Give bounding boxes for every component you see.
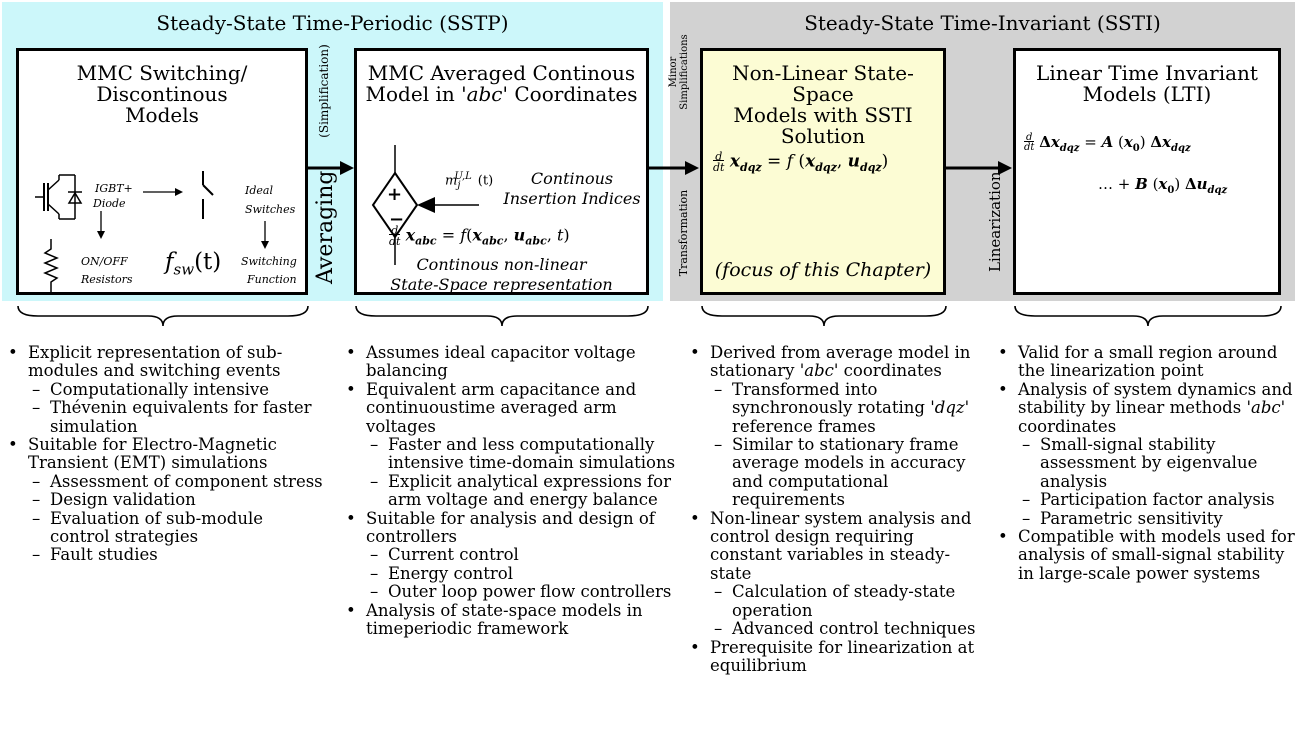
transformation-arrow (649, 161, 699, 175)
list-item: Transformed into synchronously rotating … (710, 380, 988, 436)
list-item: Valid for a small region around the line… (996, 343, 1296, 381)
switching-function-formula: fsw(t) (165, 249, 222, 279)
col1-list: Explicit representation of sub-modules a… (6, 343, 324, 566)
lti-title-line1: Linear Time Invariant (1036, 61, 1258, 85)
list-item: Derived from average model in stationary… (688, 343, 988, 510)
list-item: Compatible with models used for analysis… (996, 527, 1296, 583)
list-item: Computationally intensive (28, 380, 324, 400)
list-item: Design validation (28, 490, 324, 510)
lti-equation-line2: … + B (x0) Δudqz (1098, 175, 1228, 196)
list-item: Current control (366, 546, 676, 566)
col2-list: Assumes ideal capacitor voltage balancin… (344, 343, 676, 639)
arrow-down-icon (261, 221, 269, 249)
ssti-title: Steady-State Time-Invariant (SSTI) (804, 11, 1161, 35)
linearization-arrow (946, 161, 1012, 175)
brace-col2 (355, 305, 649, 327)
averaging-arrow (308, 161, 354, 175)
list-item: Explicit representation of sub-modules a… (6, 343, 324, 436)
averaged-model-box: MMC Averaged Continous Model in 'abc' Co… (354, 48, 649, 295)
igbt-diode-icon (35, 174, 83, 220)
list-item: Energy control (366, 564, 676, 584)
col4-list: Valid for a small region around the line… (996, 343, 1296, 583)
simplification-label: (Simplification) (317, 44, 331, 138)
list-item: Prerequisite for linearization at equili… (688, 638, 988, 676)
list-item: Suitable for analysis and design of cont… (344, 509, 676, 602)
source-minus-sign: − (389, 209, 405, 230)
arrow-down-icon (97, 211, 105, 239)
ideal-label-line2: Switches (245, 203, 296, 216)
list-item: Participation factor analysis (1018, 490, 1296, 510)
list-item: Advanced control techniques (710, 619, 988, 639)
list-item: Outer loop power flow controllers (366, 582, 676, 602)
lti-title-line2: Models (LTI) (1082, 82, 1212, 106)
nonlinear-title-line1: Non-Linear State-Space (732, 61, 914, 106)
list-item: Small-signal stability assessment by eig… (1018, 435, 1296, 491)
list-item: Equivalent arm capacitance and continuou… (344, 380, 676, 510)
list-item: Similar to stationary frame average mode… (710, 435, 988, 510)
col3-list: Derived from average model in stationary… (688, 343, 988, 676)
switching-model-box: MMC Switching/ Discontinous Models IGBT+… (16, 48, 308, 295)
onoff-label-line2: Resistors (81, 273, 133, 286)
ideal-label-line1: Ideal (245, 184, 273, 197)
averaged-desc-line2: State-Space representation (390, 275, 613, 294)
insertion-index-symbol: mjU,L(t) (445, 171, 494, 191)
list-item: Faster and less computationally intensiv… (366, 435, 676, 473)
focus-note: (focus of this Chapter) (714, 259, 932, 281)
list-item: Fault studies (28, 546, 324, 566)
list-item: Parametric sensitivity (1018, 509, 1296, 529)
switching-title-line1: MMC Switching/ (76, 61, 248, 85)
brace-col3 (701, 305, 947, 327)
list-item: Thévenin equivalents for faster simulati… (28, 399, 324, 436)
brace-col4 (1014, 305, 1282, 327)
list-item: Calculation of steady-state operation (710, 583, 988, 620)
source-plus-sign: + (387, 184, 403, 205)
sstp-title: Steady-State Time-Periodic (SSTP) (156, 11, 509, 35)
nonlinear-title-line3: Solution (780, 124, 866, 148)
list-item: Assessment of component stress (28, 472, 324, 492)
list-item: Assumes ideal capacitor voltage balancin… (344, 343, 676, 381)
arrow-right-icon (143, 188, 183, 196)
nonlinear-title-line2: Models with SSTI (733, 103, 913, 127)
onoff-label-line1: ON/OFF (81, 255, 128, 268)
averaged-title-line2: Model in 'abc' Coordinates (365, 82, 638, 106)
nonlinear-model-box: Non-Linear State-Space Models with SSTI … (700, 48, 946, 295)
list-item: Analysis of state-space models in timepe… (344, 601, 676, 639)
ideal-switch-icon (202, 171, 214, 219)
controlled-source-icon (371, 145, 479, 265)
list-item: Analysis of system dynamics and stabilit… (996, 380, 1296, 529)
transformation-label: Transformation (677, 189, 690, 277)
averaging-label: Averaging (313, 170, 338, 284)
igbt-label-line1: IGBT+ (95, 182, 133, 195)
averaged-desc-line1: Continous non-linear (416, 255, 587, 274)
switching-title-line3: Models (125, 103, 199, 127)
switching-title-line2: Discontinous (96, 82, 228, 106)
linearization-label: Linearization (986, 171, 1004, 272)
swfunc-label-line1: Switching (241, 255, 297, 268)
list-item: Explicit analytical expressions for arm … (366, 472, 676, 510)
list-item: Evaluation of sub-module control strateg… (28, 509, 324, 547)
swfunc-label-line2: Function (247, 273, 297, 286)
insertion-label-line1: Continous (530, 169, 614, 188)
brace-col1 (17, 305, 309, 327)
list-item: Non-linear system analysis and control d… (688, 509, 988, 639)
resistor-icon (43, 239, 59, 293)
igbt-label-line2: Diode (93, 197, 126, 210)
insertion-label-line2: Insertion Indices (503, 189, 641, 208)
averaged-title-line1: MMC Averaged Continous (367, 61, 636, 85)
list-item: Suitable for Electro-Magnetic Transient … (6, 435, 324, 566)
